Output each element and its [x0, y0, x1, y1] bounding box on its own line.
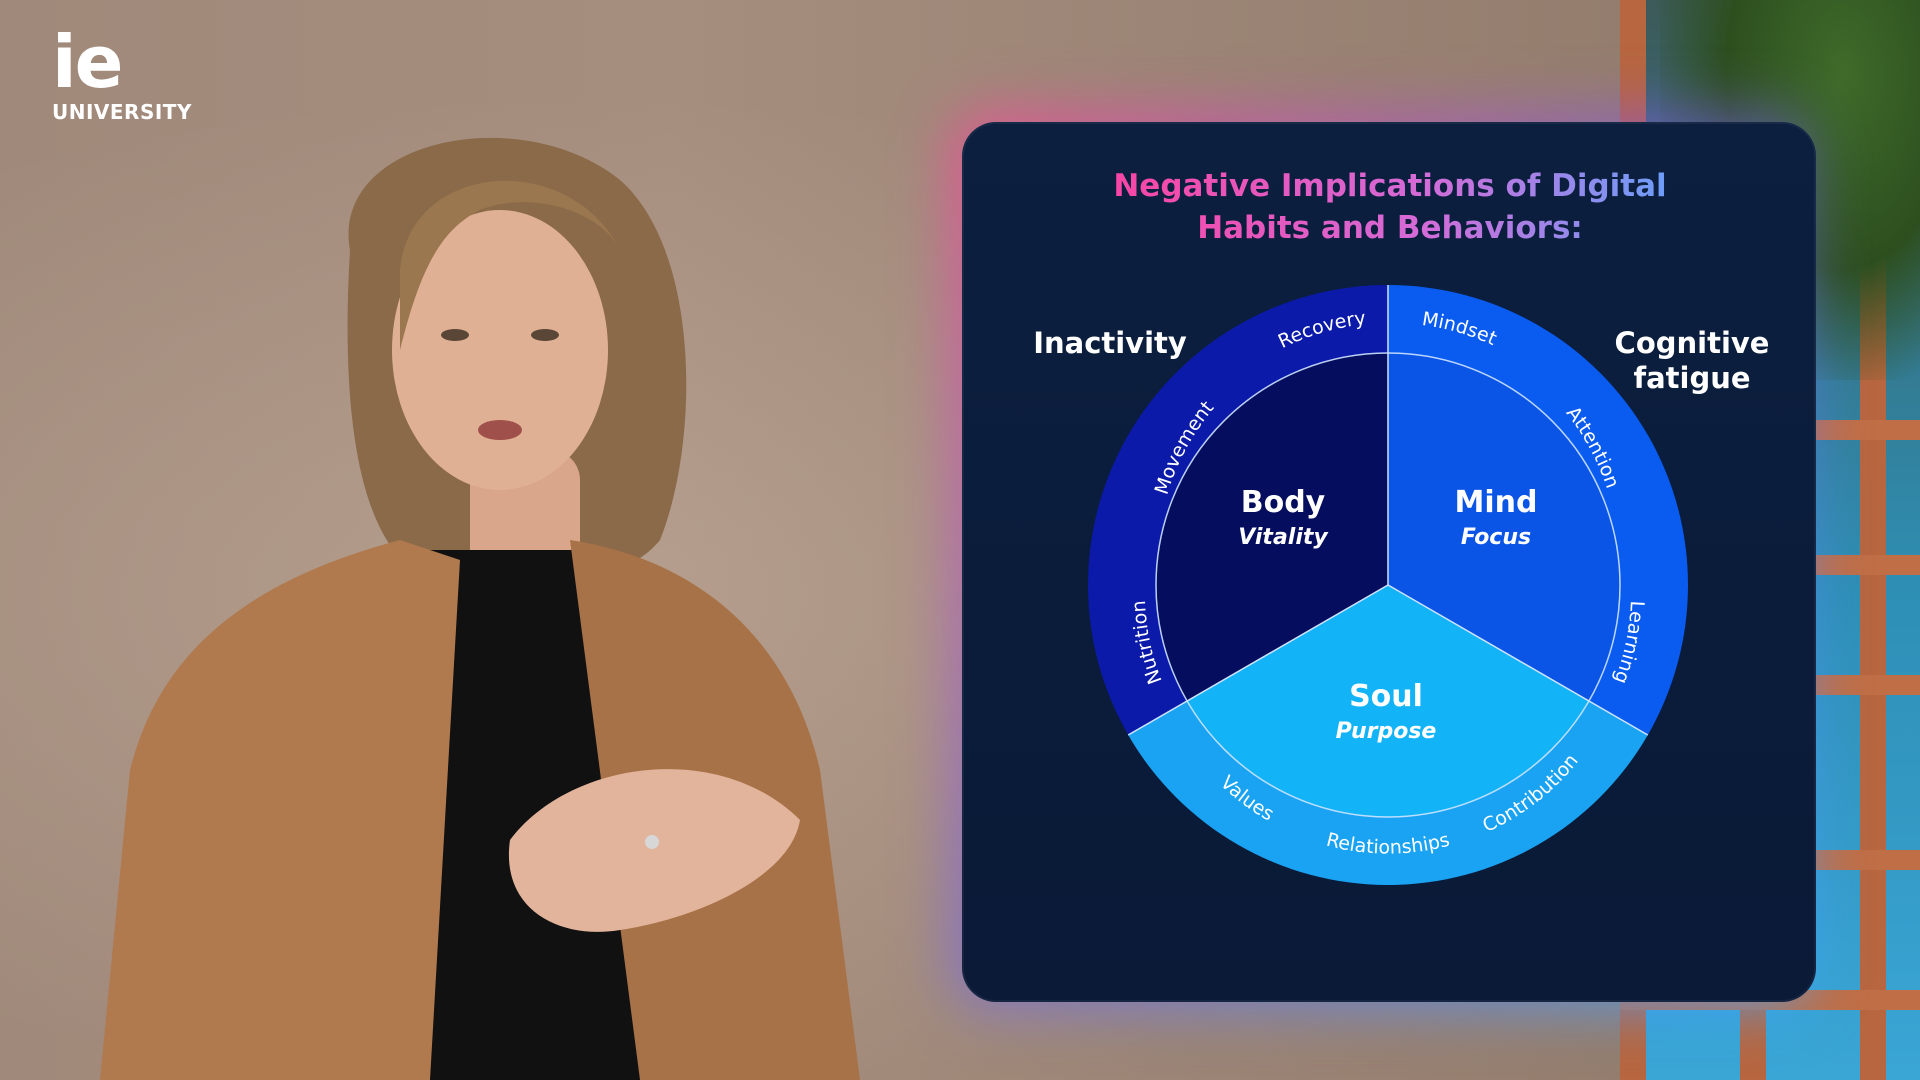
divider-left	[1127, 584, 1389, 736]
presenter-eye-right	[531, 329, 559, 341]
soul-inner-sector	[1187, 585, 1589, 817]
presenter-mouth	[478, 420, 522, 440]
body-label: Body	[1241, 485, 1326, 520]
presenter-hands	[508, 769, 800, 932]
logo-subtitle: UNIVERSITY	[52, 100, 192, 124]
presenter	[100, 137, 860, 1080]
presenter-face	[392, 210, 608, 490]
logo-mark: ie	[52, 20, 124, 104]
divider-right	[1387, 584, 1649, 736]
presenter-jacket-left	[100, 540, 460, 1080]
label-inactivity: Inactivity	[1033, 326, 1187, 360]
slide-title: Negative Implications of Digital Habits …	[1060, 165, 1720, 249]
body-inner-sector	[1156, 353, 1388, 701]
soul-sub: Purpose	[1336, 719, 1437, 744]
presenter-hair-front	[400, 180, 620, 350]
mind-sub: Focus	[1461, 525, 1531, 550]
presenter-ring	[645, 835, 659, 849]
mind-label: Mind	[1455, 485, 1538, 520]
mind-inner-sector	[1388, 353, 1620, 701]
soul-label: Soul	[1349, 679, 1423, 714]
wellbeing-wheel: Body Vitality Mind Focus Soul Purpose Re…	[1088, 285, 1688, 885]
label-cognitive-fatigue: Cognitive fatigue	[1614, 326, 1770, 395]
body-sub: Vitality	[1238, 525, 1329, 550]
ie-university-logo: ie UNIVERSITY	[52, 26, 192, 124]
presenter-eye-left	[441, 329, 469, 341]
